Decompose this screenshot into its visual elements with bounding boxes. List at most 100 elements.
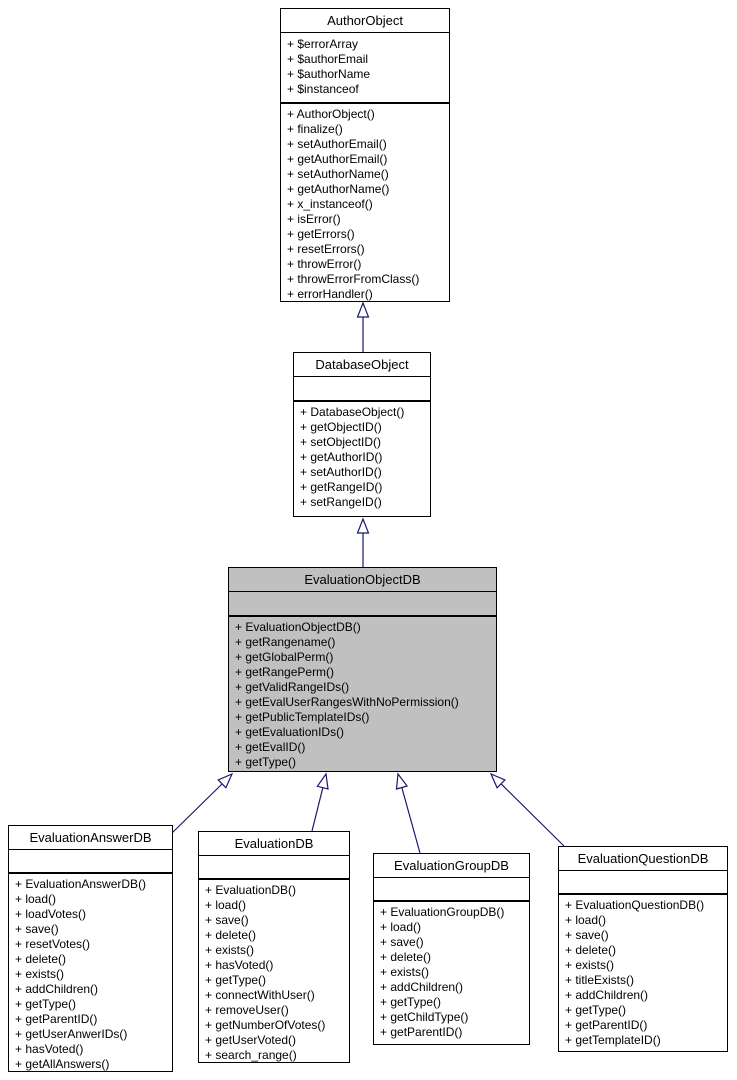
class-box-evaluationanswerdb: EvaluationAnswerDB + EvaluationAnswerDB(… bbox=[8, 825, 173, 1072]
method-row: + EvaluationDB() bbox=[205, 883, 297, 897]
method-row: + DatabaseObject() bbox=[300, 405, 405, 419]
inheritance-arrow-evaluationdb-evaluationobjectdb bbox=[311, 772, 329, 832]
method-row: + addChildren() bbox=[380, 980, 464, 994]
attribute-row: + $authorName bbox=[287, 67, 371, 81]
class-methods-section: + AuthorObject()+ finalize()+ setAuthorE… bbox=[281, 104, 449, 301]
method-row: + delete() bbox=[15, 952, 67, 966]
method-row: + EvaluationGroupDB() bbox=[380, 905, 505, 919]
method-row: + getParentID() bbox=[15, 1012, 98, 1026]
method-row: + save() bbox=[205, 913, 249, 927]
method-row: + connectWithUser() bbox=[205, 988, 315, 1002]
inheritance-arrow-evaluationobjectdb-databaseobject bbox=[356, 517, 370, 567]
class-title: DatabaseObject bbox=[294, 353, 430, 377]
method-row: + delete() bbox=[565, 943, 617, 957]
method-row: + load() bbox=[205, 898, 247, 912]
method-row: + exists() bbox=[205, 943, 255, 957]
method-row: + search_range() bbox=[205, 1048, 297, 1062]
method-row: + getChildType() bbox=[380, 1010, 469, 1024]
class-title: EvaluationAnswerDB bbox=[9, 826, 172, 850]
method-row: + load() bbox=[380, 920, 422, 934]
attribute-row: + $authorEmail bbox=[287, 52, 369, 66]
method-row: + setAuthorName() bbox=[287, 167, 389, 181]
method-row: + getTemplateID() bbox=[565, 1033, 661, 1047]
method-row: + getAuthorEmail() bbox=[287, 152, 388, 166]
class-methods-section: + EvaluationQuestionDB()+ load()+ save()… bbox=[559, 895, 727, 1051]
method-row: + getEvalID() bbox=[235, 740, 306, 754]
method-row: + setAuthorID() bbox=[300, 465, 382, 479]
method-row: + addChildren() bbox=[15, 982, 99, 996]
class-methods-section: + EvaluationAnswerDB()+ load()+ loadVote… bbox=[9, 874, 172, 1071]
inheritance-arrow-evaluationgroupdb-evaluationobjectdb bbox=[395, 772, 421, 854]
method-row: + exists() bbox=[15, 967, 65, 981]
attribute-row: + $instanceof bbox=[287, 82, 359, 96]
method-row: + setRangeID() bbox=[300, 495, 382, 509]
class-attributes-section bbox=[294, 377, 430, 402]
method-row: + getAuthorID() bbox=[300, 450, 383, 464]
method-row: + errorHandler() bbox=[287, 287, 373, 301]
method-row: + exists() bbox=[565, 958, 615, 972]
class-methods-section: + EvaluationGroupDB()+ load()+ save()+ d… bbox=[374, 902, 529, 1044]
method-row: + finalize() bbox=[287, 122, 343, 136]
class-methods-section: + DatabaseObject()+ getObjectID()+ setOb… bbox=[294, 402, 430, 516]
class-box-authorobject: AuthorObject + $errorArray+ $authorEmail… bbox=[280, 8, 450, 302]
method-row: + getRangeID() bbox=[300, 480, 383, 494]
method-row: + EvaluationObjectDB() bbox=[235, 620, 361, 634]
method-row: + resetErrors() bbox=[287, 242, 365, 256]
method-row: + getParentID() bbox=[565, 1018, 648, 1032]
method-row: + EvaluationQuestionDB() bbox=[565, 898, 705, 912]
inheritance-arrow-databaseobject-authorobject bbox=[356, 301, 370, 352]
method-row: + getAllAnswers() bbox=[15, 1057, 110, 1071]
inheritance-arrow-evaluationquestiondb-evaluationobjectdb bbox=[489, 772, 565, 847]
class-title: EvaluationQuestionDB bbox=[559, 847, 727, 871]
class-box-evaluationdb: EvaluationDB + EvaluationDB()+ load()+ s… bbox=[198, 831, 350, 1063]
method-row: + getObjectID() bbox=[300, 420, 382, 434]
method-row: + delete() bbox=[205, 928, 257, 942]
class-title: EvaluationObjectDB bbox=[229, 568, 496, 592]
method-row: + getUserAnwerIDs() bbox=[15, 1027, 128, 1041]
class-attributes-section: + $errorArray+ $authorEmail+ $authorName… bbox=[281, 33, 449, 104]
method-row: + delete() bbox=[380, 950, 432, 964]
inheritance-arrow-evaluationanswerdb-evaluationobjectdb bbox=[171, 772, 234, 834]
method-row: + getType() bbox=[235, 755, 297, 769]
method-row: + titleExists() bbox=[565, 973, 635, 987]
method-row: + getRangePerm() bbox=[235, 665, 335, 679]
method-row: + x_instanceof() bbox=[287, 197, 373, 211]
class-title: EvaluationGroupDB bbox=[374, 854, 529, 878]
method-row: + hasVoted() bbox=[205, 958, 274, 972]
method-row: + EvaluationAnswerDB() bbox=[15, 877, 147, 891]
class-title: AuthorObject bbox=[281, 9, 449, 33]
method-row: + throwError() bbox=[287, 257, 362, 271]
method-row: + loadVotes() bbox=[15, 907, 87, 921]
method-row: + getType() bbox=[205, 973, 267, 987]
class-methods-section: + EvaluationObjectDB()+ getRangename()+ … bbox=[229, 617, 496, 771]
method-row: + load() bbox=[565, 913, 607, 927]
method-row: + getGlobalPerm() bbox=[235, 650, 334, 664]
class-box-databaseobject: DatabaseObject + DatabaseObject()+ getOb… bbox=[293, 352, 431, 517]
method-row: + throwErrorFromClass() bbox=[287, 272, 420, 286]
class-box-evaluationgroupdb: EvaluationGroupDB + EvaluationGroupDB()+… bbox=[373, 853, 530, 1045]
method-row: + addChildren() bbox=[565, 988, 649, 1002]
method-row: + getUserVoted() bbox=[205, 1033, 297, 1047]
method-row: + getNumberOfVotes() bbox=[205, 1018, 326, 1032]
method-row: + hasVoted() bbox=[15, 1042, 84, 1056]
method-row: + removeUser() bbox=[205, 1003, 289, 1017]
class-attributes-section bbox=[199, 856, 349, 880]
method-row: + getEvaluationIDs() bbox=[235, 725, 345, 739]
method-row: + resetVotes() bbox=[15, 937, 91, 951]
class-box-evaluationquestiondb: EvaluationQuestionDB + EvaluationQuestio… bbox=[558, 846, 728, 1052]
class-attributes-section bbox=[229, 592, 496, 617]
method-row: + getPublicTemplateIDs() bbox=[235, 710, 370, 724]
method-row: + isError() bbox=[287, 212, 341, 226]
class-attributes-section bbox=[559, 871, 727, 895]
method-row: + getType() bbox=[565, 1003, 627, 1017]
method-row: + getType() bbox=[15, 997, 77, 1011]
method-row: + setObjectID() bbox=[300, 435, 382, 449]
class-title: EvaluationDB bbox=[199, 832, 349, 856]
method-row: + exists() bbox=[380, 965, 430, 979]
class-attributes-section bbox=[9, 850, 172, 874]
method-row: + load() bbox=[15, 892, 57, 906]
method-row: + AuthorObject() bbox=[287, 107, 375, 121]
method-row: + getErrors() bbox=[287, 227, 355, 241]
method-row: + setAuthorEmail() bbox=[287, 137, 387, 151]
